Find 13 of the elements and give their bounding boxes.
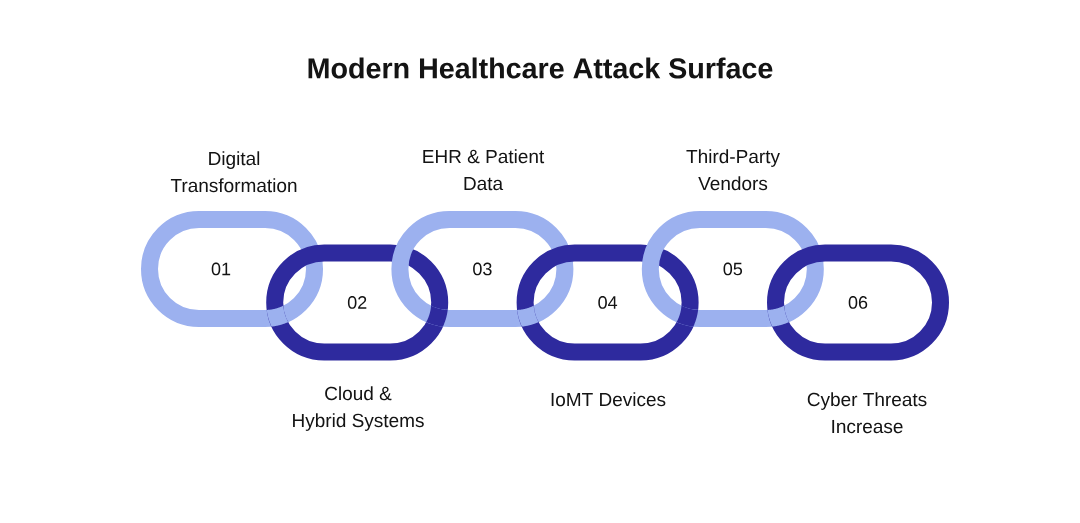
caption-text: Third-Party Vendors (686, 149, 780, 191)
caption-text: EHR & Patient Data (423, 149, 545, 191)
chain-link: 01 (141, 211, 323, 327)
chain-link: 03 (391, 211, 574, 327)
chain-link: 06 (767, 244, 949, 361)
caption-text: Cyber Threats Increase (807, 392, 927, 434)
caption-text: Cloud & Hybrid Systems (293, 386, 424, 431)
chain-link: 05 (641, 211, 824, 327)
caption-text: Digital Transformation (170, 151, 297, 193)
title: Modern Healthcare Attack Surface (308, 57, 773, 79)
caption-text: IoMT Devices (551, 392, 666, 407)
chain-link: 04 (516, 244, 699, 361)
chain-link: 02 (266, 244, 449, 361)
